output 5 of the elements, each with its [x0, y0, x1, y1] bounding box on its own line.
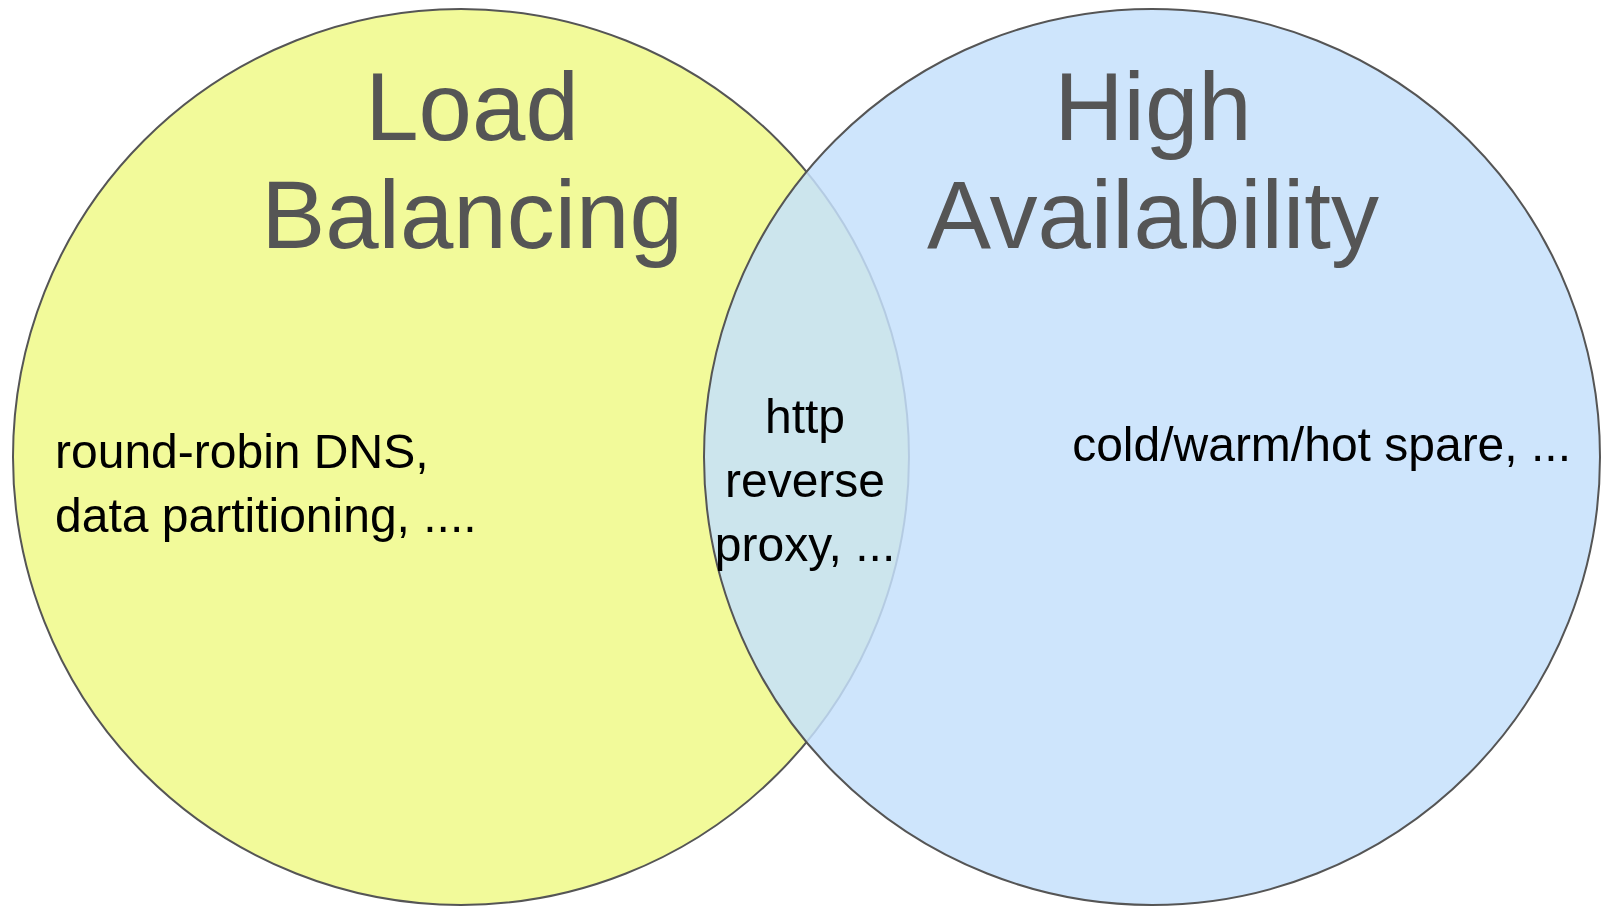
set-title: High Availability — [926, 53, 1380, 269]
set-title: Load Balancing — [260, 53, 684, 269]
set-items: round-robin DNS, data partitioning, .... — [55, 424, 478, 544]
set-items: cold/warm/hot spare, ... — [1071, 417, 1571, 473]
overlap-items: http reverse proxy, ... — [713, 389, 897, 573]
